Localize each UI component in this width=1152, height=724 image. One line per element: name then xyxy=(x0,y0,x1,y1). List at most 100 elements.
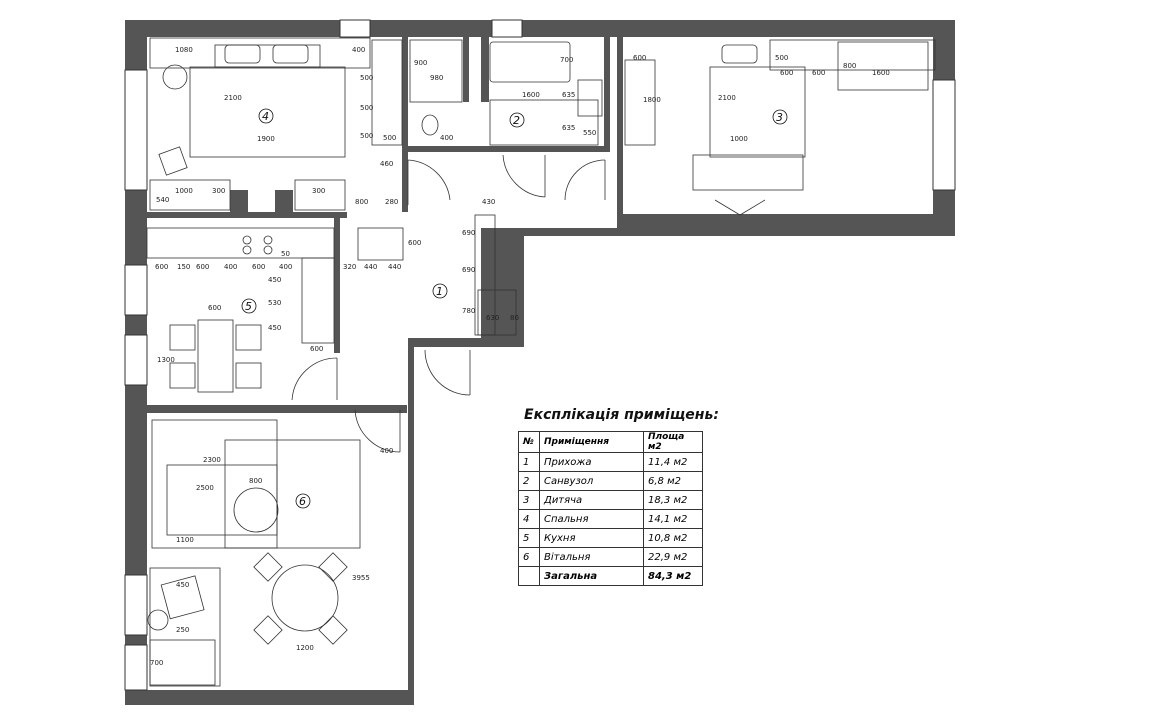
cell: Вітальня xyxy=(539,547,644,567)
cell: 14,1 м2 xyxy=(643,509,703,529)
dim: 250 xyxy=(176,626,189,634)
dim: 2500 xyxy=(196,484,214,492)
dimension-labels: 1080 400 500 2100 1900 500 500 460 1000 … xyxy=(150,46,890,667)
cell: 2 xyxy=(518,471,540,491)
room-legend: Експлікація приміщень: № Приміщення Площ… xyxy=(518,407,719,586)
cell: 4 xyxy=(518,509,540,529)
dim: 2100 xyxy=(224,94,242,102)
single-bed xyxy=(709,66,806,158)
bathtub xyxy=(489,41,571,83)
room-number-4: 4 xyxy=(262,110,269,123)
dim: 690 xyxy=(462,229,475,237)
dim: 600 xyxy=(310,345,323,353)
dim: 635 xyxy=(562,91,575,99)
room-number-1: 1 xyxy=(436,285,443,298)
dim: 1600 xyxy=(872,69,890,77)
dim: 500 xyxy=(775,54,788,62)
dim: 300 xyxy=(212,187,225,195)
round-table xyxy=(271,564,339,632)
dim: 1300 xyxy=(157,356,175,364)
dim: 1000 xyxy=(730,135,748,143)
cell: Дитяча xyxy=(539,490,644,510)
dim: 280 xyxy=(385,198,398,206)
dim: 80 xyxy=(510,314,519,322)
dim: 400 xyxy=(380,447,393,455)
dim: 780 xyxy=(462,307,475,315)
dim: 600 xyxy=(252,263,265,271)
washbasin xyxy=(577,79,603,117)
dim: 530 xyxy=(268,299,281,307)
dim: 800 xyxy=(355,198,368,206)
cell: 3 xyxy=(518,490,540,510)
dim: 400 xyxy=(224,263,237,271)
room-number-3: 3 xyxy=(776,111,783,124)
dim: 550 xyxy=(583,129,596,137)
dim: 540 xyxy=(156,196,169,204)
dim: 600 xyxy=(208,304,221,312)
dim: 1080 xyxy=(175,46,193,54)
dim: 3955 xyxy=(352,574,370,582)
dim: 440 xyxy=(364,263,377,271)
room-number-labels: 4 2 3 1 5 6 xyxy=(241,108,788,509)
cell: 22,9 м2 xyxy=(643,547,703,567)
room-number-6: 6 xyxy=(299,495,306,508)
dim: 800 xyxy=(249,477,262,485)
dim: 1200 xyxy=(296,644,314,652)
table-header-row: № Приміщення Площа м2 xyxy=(518,431,703,453)
toilet xyxy=(421,114,439,136)
doors xyxy=(291,154,766,453)
room-number-2: 2 xyxy=(513,114,520,127)
dim: 2100 xyxy=(718,94,736,102)
dim: 900 xyxy=(414,59,427,67)
dim: 700 xyxy=(560,56,573,64)
dim: 440 xyxy=(388,263,401,271)
dim: 980 xyxy=(430,74,443,82)
dim: 600 xyxy=(633,54,646,62)
dim: 630 xyxy=(486,314,499,322)
radiator xyxy=(357,227,404,261)
cell: 5 xyxy=(518,528,540,548)
kitchen-counter xyxy=(146,227,335,259)
cell: Санвузол xyxy=(539,471,644,491)
cell: 1 xyxy=(518,452,540,472)
furniture xyxy=(146,37,936,687)
dim: 500 xyxy=(360,74,373,82)
col-room: Приміщення xyxy=(539,431,644,453)
dim: 400 xyxy=(440,134,453,142)
armchair-round xyxy=(162,64,188,90)
cell: 6 xyxy=(518,547,540,567)
dim: 400 xyxy=(352,46,365,54)
dim: 635 xyxy=(562,124,575,132)
col-area: Площа м2 xyxy=(643,431,703,453)
total-value: 84,3 м2 xyxy=(643,566,703,586)
total-label: Загальна xyxy=(539,566,644,586)
dim: 2300 xyxy=(203,456,221,464)
col-number: № xyxy=(518,431,540,453)
dim: 1600 xyxy=(522,91,540,99)
dim: 460 xyxy=(380,160,393,168)
sofa-kids xyxy=(837,41,929,91)
cell: 18,3 м2 xyxy=(643,490,703,510)
shower xyxy=(409,39,463,103)
walls xyxy=(125,20,955,705)
cell xyxy=(518,566,540,586)
legend-title: Експлікація приміщень: xyxy=(524,407,719,423)
dim: 1100 xyxy=(176,536,194,544)
cell: 11,4 м2 xyxy=(643,452,703,472)
dim: 430 xyxy=(482,198,495,206)
dim: 320 xyxy=(343,263,356,271)
cell: Прихожа xyxy=(539,452,644,472)
cell: 6,8 м2 xyxy=(643,471,703,491)
dim: 50 xyxy=(281,250,290,258)
dim: 600 xyxy=(780,69,793,77)
coffee-table xyxy=(233,487,279,533)
dim: 500 xyxy=(360,104,373,112)
dim: 400 xyxy=(279,263,292,271)
